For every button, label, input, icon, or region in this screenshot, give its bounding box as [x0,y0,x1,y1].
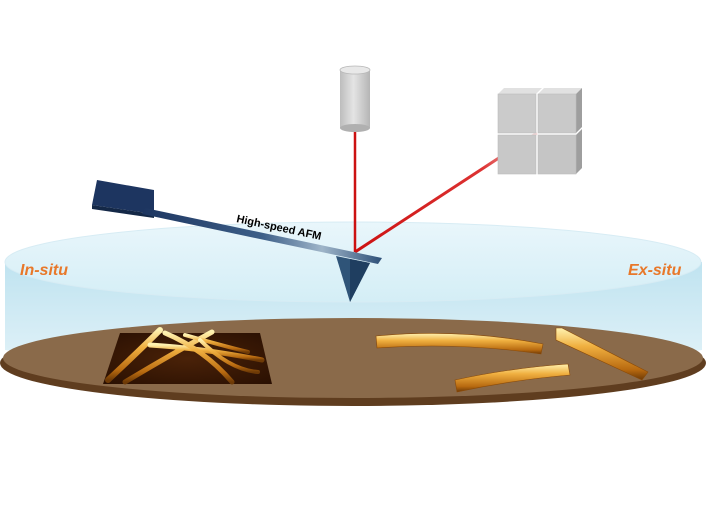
cantilever-chip [92,180,154,218]
cylinder-light-source-icon [339,65,371,132]
ex-situ-label: Ex-situ [628,262,682,279]
fibril-3 [454,363,571,393]
fibril-2 [555,327,649,381]
photodetector-quadrant-icon [497,88,582,175]
fibril-group-ex-situ [375,327,649,393]
fibril-1 [375,333,544,355]
cantilever-arm [142,208,382,264]
afm-image-in-situ [103,327,272,385]
in-situ-label: In-situ [20,262,68,279]
